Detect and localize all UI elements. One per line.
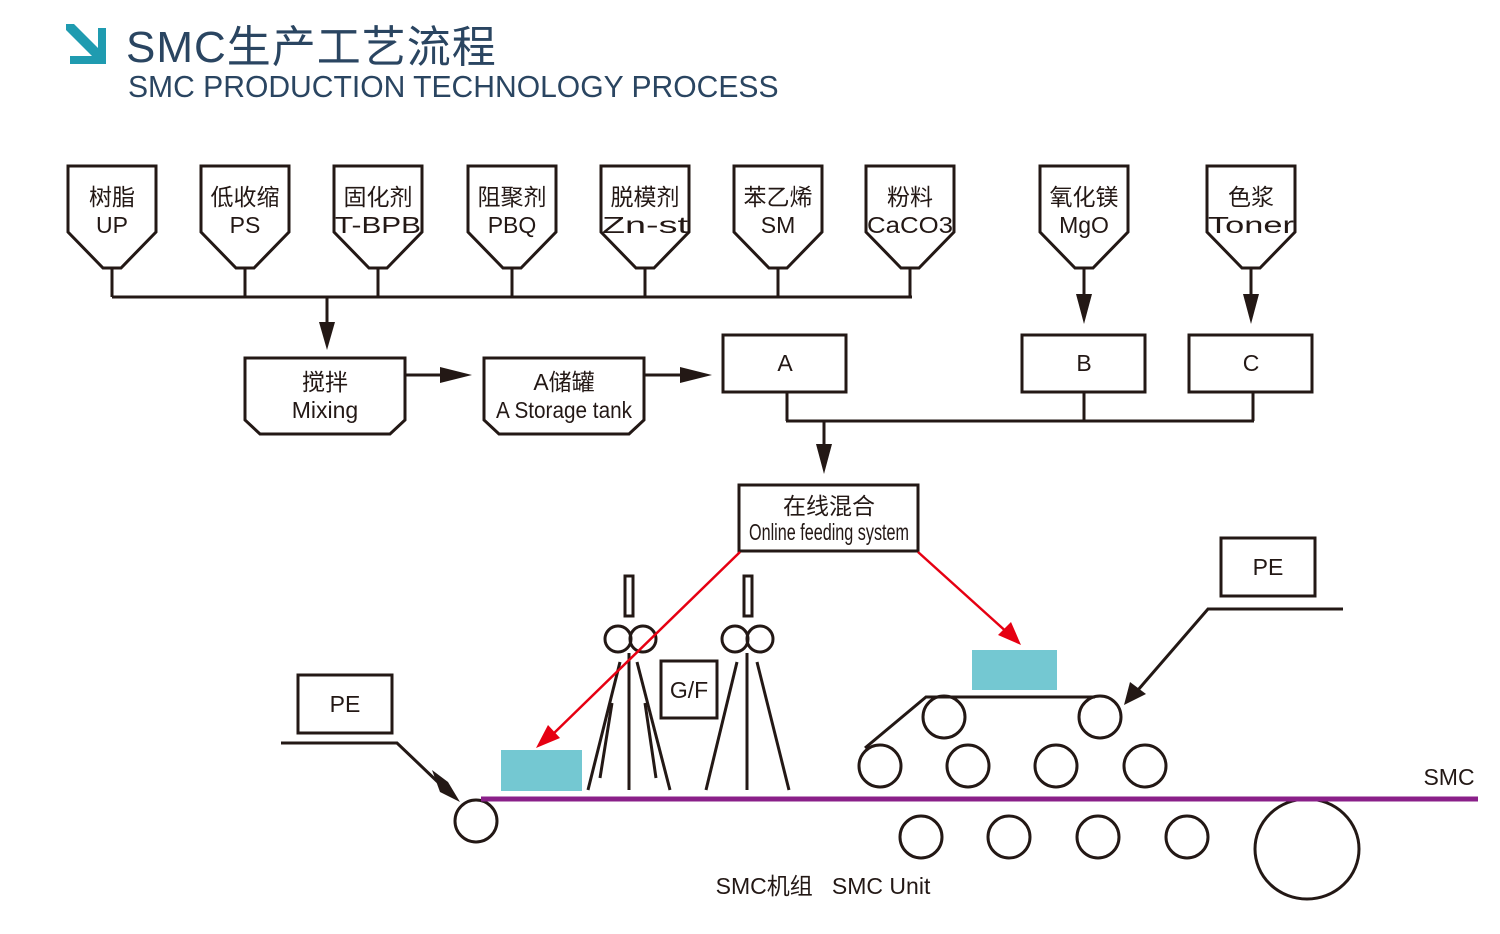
roller [986, 814, 1032, 860]
roller [720, 624, 750, 654]
online-label-zh: 在线混合 [783, 493, 875, 519]
hopper-label-en: UP [96, 212, 128, 238]
arrow-to-storage [440, 367, 472, 383]
paste-box-right [972, 650, 1057, 690]
gf-label: G/F [670, 677, 708, 703]
pe-right-arrow [1124, 682, 1146, 705]
storage-label-zh: A储罐 [533, 369, 594, 395]
hopper [466, 164, 558, 270]
box-a-label: A [777, 350, 793, 376]
box-a [721, 333, 848, 394]
roller [745, 624, 775, 654]
box-c-label: C [1243, 350, 1260, 376]
hopper [864, 164, 956, 270]
pe-left-label: PE [330, 691, 361, 717]
roller [603, 624, 633, 654]
unit-caption: SMC机组 SMC Unit [716, 873, 931, 899]
hopper-label-en: PS [230, 212, 261, 238]
red-arrow-left [549, 551, 741, 738]
hopper-label-zh: 阻聚剂 [478, 184, 547, 210]
arrow-to-c [1243, 294, 1259, 324]
hopper [1205, 164, 1297, 270]
roller [921, 694, 967, 740]
paste-box-left [501, 750, 582, 791]
roller [898, 814, 944, 860]
hopper [599, 164, 691, 270]
online-label-en: Online feeding system [749, 519, 909, 545]
hopper [332, 164, 424, 270]
pe-right-box [1219, 536, 1317, 598]
hopper-label-zh: 色浆 [1228, 184, 1274, 210]
hopper [732, 164, 824, 270]
take-up-roller [1253, 797, 1361, 901]
hopper-label-en: Toner [1208, 212, 1294, 238]
pe-left-box [296, 673, 394, 735]
roller [857, 743, 903, 789]
pe-right-label: PE [1253, 554, 1284, 580]
hopper-label-zh: 氧化镁 [1050, 184, 1119, 210]
hopper [66, 164, 158, 270]
roller [1075, 814, 1121, 860]
hopper-label-en: MgO [1059, 212, 1109, 238]
hopper-label-zh: 脱模剂 [611, 184, 680, 210]
hopper-label-en: CaCO3 [867, 212, 953, 238]
arrow-to-online [816, 444, 832, 474]
roller [1122, 743, 1168, 789]
gf-box [659, 659, 719, 720]
page-subtitle: SMC PRODUCTION TECHNOLOGY PROCESS [128, 69, 779, 104]
hopper-label-en: PBQ [488, 212, 537, 238]
smc-label: SMC [1423, 764, 1474, 790]
arrow-to-b [1076, 294, 1092, 324]
roller [945, 743, 991, 789]
roller [1164, 814, 1210, 860]
hopper-label-zh: 粉料 [887, 184, 933, 210]
hopper-label-zh: 树脂 [89, 184, 135, 210]
storage-box [482, 356, 646, 436]
hopper-label-en: T-BPB [335, 212, 421, 238]
mixing-label-en: Mixing [292, 397, 358, 423]
pe-left-arrow [432, 770, 460, 802]
hopper-label-zh: 低收缩 [211, 184, 280, 210]
page-title: SMC生产工艺流程 [126, 23, 497, 72]
mixing-box [243, 356, 407, 436]
arrow-down-right-icon [66, 24, 106, 64]
red-arrow-right [917, 551, 1011, 636]
arrow-to-mixing [319, 322, 335, 350]
box-c [1187, 333, 1314, 394]
roller [628, 624, 658, 654]
online-feeding-box [737, 483, 920, 553]
roller [453, 798, 499, 844]
roller [1033, 743, 1079, 789]
hopper-label-en: Zn-st [602, 212, 689, 238]
arrow-to-a [680, 367, 712, 383]
roller [1077, 694, 1123, 740]
hopper-label-zh: 固化剂 [344, 184, 413, 210]
mixing-label-zh: 搅拌 [302, 369, 348, 395]
storage-label-en: A Storage tank [496, 397, 632, 423]
hopper-label-en: SM [761, 212, 796, 238]
box-b-label: B [1076, 350, 1091, 376]
hopper-label-zh: 苯乙烯 [744, 184, 813, 210]
hopper [1038, 164, 1130, 270]
hopper [199, 164, 291, 270]
